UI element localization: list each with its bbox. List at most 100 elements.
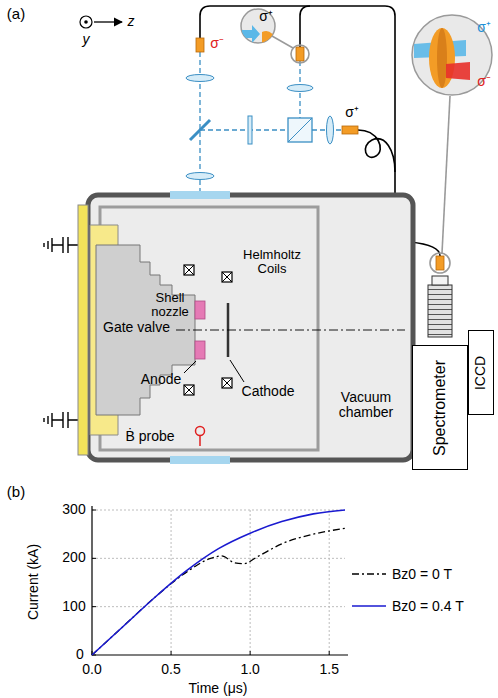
helmholtz-coil bbox=[184, 385, 194, 395]
capacitor-symbol bbox=[44, 412, 78, 428]
optics bbox=[327, 116, 334, 144]
polarization-label: σ⁺ bbox=[259, 9, 273, 24]
polarization-inset bbox=[241, 9, 492, 95]
legend-sample bbox=[352, 574, 386, 606]
leader-line bbox=[184, 360, 244, 382]
axis-symbol bbox=[80, 16, 122, 28]
polarization-label: σ⁺ bbox=[345, 105, 359, 120]
optics bbox=[288, 118, 312, 142]
helmholtz-coil bbox=[222, 272, 232, 282]
polarization-inset bbox=[414, 28, 470, 88]
current-plot bbox=[329, 651, 330, 655]
axis-centerline bbox=[176, 330, 405, 331]
current-plot bbox=[92, 506, 348, 655]
vacuum-chamber-wall bbox=[170, 191, 230, 199]
node-label: Spectrometer bbox=[431, 359, 449, 455]
spectrometer-objective bbox=[432, 276, 448, 285]
optics bbox=[186, 173, 214, 180]
fiber-coupler bbox=[196, 38, 204, 52]
polarization-label: σ⁻ bbox=[210, 36, 224, 51]
current-plot bbox=[171, 651, 172, 655]
helmholtz-coil bbox=[222, 272, 232, 282]
polarization-inset bbox=[429, 28, 455, 88]
leader-line bbox=[184, 361, 196, 373]
flange bbox=[78, 205, 88, 455]
helmholtz-coil bbox=[184, 265, 194, 275]
panel-label: (b) bbox=[7, 484, 25, 501]
helmholtz-coil bbox=[222, 272, 232, 282]
axis-title: Current (kA) bbox=[26, 544, 41, 620]
laser-beam bbox=[200, 129, 342, 130]
tick-label: 200 bbox=[62, 551, 85, 566]
fiber-coupler bbox=[342, 126, 358, 134]
current-plot bbox=[250, 510, 251, 655]
current-plot bbox=[250, 651, 251, 655]
helmholtz-coil bbox=[184, 265, 194, 275]
tick-label: 1.5 bbox=[319, 662, 338, 677]
part-label: Ḃ probe bbox=[125, 429, 174, 444]
electrode bbox=[195, 301, 205, 319]
tick-label: 0.5 bbox=[161, 662, 180, 677]
helmholtz-coil bbox=[222, 378, 232, 388]
current-plot bbox=[92, 558, 345, 559]
part-label: Cathode bbox=[242, 384, 295, 399]
gate-valve: Gate valve bbox=[100, 318, 173, 337]
current-plot bbox=[92, 510, 96, 511]
part-label: Helmholtz Coils bbox=[237, 248, 307, 277]
fiber-coupler bbox=[436, 256, 444, 270]
axis-symbol bbox=[80, 16, 92, 28]
polarization-inset bbox=[446, 62, 470, 80]
inset-marker bbox=[442, 96, 450, 253]
part-label: Shell nozzle bbox=[148, 291, 192, 320]
current-plot bbox=[92, 510, 345, 511]
tick-label: 1.0 bbox=[240, 662, 259, 677]
vacuum-chamber-wall bbox=[170, 456, 230, 464]
spectrometer-objective bbox=[428, 276, 452, 337]
panel-label: (a) bbox=[7, 6, 25, 23]
current-plot bbox=[92, 510, 345, 655]
axis-label: y bbox=[83, 32, 90, 47]
axis-title: Time (μs) bbox=[189, 681, 248, 696]
optical-fiber bbox=[300, 6, 310, 47]
spectrometer-objective bbox=[428, 285, 452, 337]
part-label: Anode bbox=[141, 372, 181, 387]
inset-marker bbox=[272, 36, 293, 48]
bdot-probe bbox=[196, 427, 205, 436]
electrode bbox=[195, 341, 205, 359]
axis-centerline bbox=[176, 330, 405, 331]
optics bbox=[287, 85, 313, 92]
helmholtz-coil bbox=[184, 385, 194, 395]
optics bbox=[248, 116, 252, 144]
polarization-label: σ⁻ bbox=[477, 74, 491, 89]
legend-sample bbox=[352, 573, 386, 574]
axis-symbol bbox=[94, 21, 122, 22]
spectrometer-box: Spectrometer bbox=[412, 345, 468, 470]
polarization-inset bbox=[437, 28, 447, 88]
legend-text: Bz0 = 0.4 T bbox=[392, 598, 464, 614]
axis-label: z bbox=[128, 14, 135, 29]
polarization-inset bbox=[262, 31, 275, 44]
vacuum-chamber: Vacuum chamber Gate valve bbox=[88, 195, 413, 460]
tick-label: 0 bbox=[76, 647, 84, 662]
legend-sample bbox=[352, 605, 386, 607]
helmholtz-coil bbox=[222, 378, 232, 388]
tick-label: 0.0 bbox=[82, 662, 101, 677]
iccd-camera: ICCD bbox=[468, 330, 494, 415]
fiber-coupler bbox=[296, 47, 304, 61]
helmholtz-coil bbox=[184, 265, 232, 395]
helmholtz-coil bbox=[222, 378, 232, 388]
polarization-label: σ⁺ bbox=[477, 20, 491, 35]
polarization-inset bbox=[241, 9, 275, 43]
axis-symbol bbox=[84, 20, 88, 24]
inset-marker bbox=[291, 45, 309, 63]
helmholtz-coil bbox=[184, 265, 194, 275]
current-plot bbox=[92, 528, 345, 655]
node-label: Vacuum chamber bbox=[326, 390, 406, 421]
current-plot bbox=[329, 510, 330, 655]
optics bbox=[288, 118, 312, 142]
bdot-probe bbox=[196, 427, 205, 447]
capacitor-symbol bbox=[44, 237, 78, 253]
bdot-probe bbox=[199, 436, 201, 447]
legend-text: Bz0 = 0 T bbox=[392, 566, 452, 582]
node-label: Gate valve bbox=[103, 320, 170, 335]
